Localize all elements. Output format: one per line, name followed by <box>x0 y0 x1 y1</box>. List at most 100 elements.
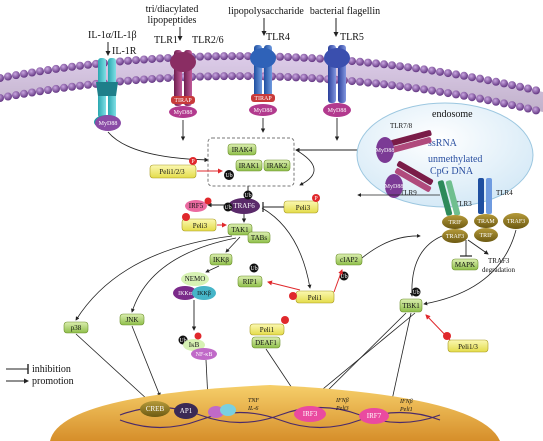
membrane-bead <box>124 76 132 85</box>
membrane-bead <box>308 74 316 83</box>
membrane-bead <box>532 86 540 95</box>
svg-text:TRAF3: TRAF3 <box>507 219 525 225</box>
irak-complex: IRAK4 IRAK1 IRAK2 Ub <box>207 137 295 187</box>
membrane-bead <box>204 52 212 61</box>
svg-text:IKKβ: IKKβ <box>213 256 229 264</box>
svg-text:TIRAP: TIRAP <box>254 96 272 102</box>
svg-text:AP1: AP1 <box>180 407 193 415</box>
membrane-bead <box>484 76 492 85</box>
ikkb-node: IKKβ <box>209 253 233 266</box>
tlr4-receptor: TLR4 TIRAP MyD88 <box>249 32 290 116</box>
membrane-bead <box>84 80 92 89</box>
svg-text:IRF3: IRF3 <box>303 410 318 418</box>
membrane-bead <box>380 60 388 69</box>
svg-text:NEMO: NEMO <box>185 275 206 283</box>
membrane-bead <box>228 52 236 61</box>
legend-promotion: promotion <box>32 376 74 387</box>
membrane-bead <box>476 74 484 83</box>
ligand-il1: IL-1α/IL-1β <box>88 30 137 41</box>
membrane-bead <box>196 52 204 61</box>
membrane-bead <box>28 68 36 77</box>
membrane-bead <box>156 74 164 83</box>
membrane-bead <box>28 88 36 97</box>
membrane-bead <box>388 81 396 90</box>
membrane-bead <box>244 72 252 81</box>
membrane-bead <box>236 72 244 81</box>
svg-text:IL-6: IL-6 <box>247 406 258 412</box>
svg-text:JNK: JNK <box>126 316 139 324</box>
membrane-bead <box>0 74 4 82</box>
svg-text:TRIF: TRIF <box>479 233 493 239</box>
svg-text:P: P <box>191 159 195 165</box>
membrane-bead <box>124 56 132 65</box>
membrane-bead <box>396 62 404 71</box>
membrane-bead <box>492 77 500 86</box>
svg-text:CREB: CREB <box>146 405 165 413</box>
irf5-node: IRF5 <box>185 197 226 212</box>
membrane-bead <box>516 82 524 91</box>
membrane-bead <box>276 52 284 61</box>
tak1-complex: TAK1 TABs <box>227 214 271 244</box>
svg-text:MyD88: MyD88 <box>376 148 395 154</box>
membrane-bead <box>52 84 60 93</box>
membrane-bead <box>76 81 84 90</box>
membrane-bead <box>372 79 380 88</box>
tlr1-tlr26-receptor: TLR1 TLR2/6 TIRAP MyD88 <box>154 35 224 118</box>
membrane-bead <box>412 64 420 73</box>
membrane-bead <box>292 53 300 62</box>
svg-text:IL-1R: IL-1R <box>112 46 137 57</box>
trif-adaptors: TRIF TRAF3 TRAM TRIF TRAF3 <box>442 213 529 243</box>
svg-text:IKKβ: IKKβ <box>197 291 211 297</box>
membrane-bead <box>348 57 356 66</box>
membrane-bead <box>460 91 468 100</box>
membrane-bead <box>532 106 540 115</box>
svg-text:TABs: TABs <box>251 234 267 242</box>
svg-text:TLR9: TLR9 <box>400 189 417 197</box>
membrane-bead <box>444 89 452 98</box>
svg-text:Ub: Ub <box>250 266 257 272</box>
svg-text:Peli1/3: Peli1/3 <box>458 343 478 351</box>
membrane-bead <box>460 71 468 80</box>
svg-text:TLR7/8: TLR7/8 <box>390 122 413 130</box>
membrane-bead <box>36 67 44 76</box>
membrane-bead <box>116 77 124 86</box>
svg-text:IKKα: IKKα <box>178 291 193 297</box>
myd88-tlr78 <box>376 137 394 163</box>
nucleus: CREB AP1 TNF IL-6 IRF3 IFNβ Peli3 IRF7 I… <box>50 385 500 441</box>
svg-text:IFNβ: IFNβ <box>335 398 349 404</box>
svg-text:TLR4: TLR4 <box>266 32 290 43</box>
svg-text:MAPK: MAPK <box>455 261 475 269</box>
svg-text:IRF7: IRF7 <box>367 412 382 420</box>
membrane-bead <box>244 52 252 61</box>
svg-text:IκB: IκB <box>189 341 200 349</box>
peli3-node-a: Peli3 <box>181 213 227 232</box>
ligand-flagellin: bacterial flagellin <box>310 6 380 17</box>
svg-text:Ub: Ub <box>340 274 347 280</box>
svg-text:TLR4: TLR4 <box>496 189 513 197</box>
membrane-bead <box>148 54 156 63</box>
membrane-bead <box>20 89 28 98</box>
svg-text:IRAK2: IRAK2 <box>267 162 288 170</box>
membrane-bead <box>276 72 284 81</box>
svg-text:TRAF3: TRAF3 <box>446 234 464 240</box>
svg-text:TRAM: TRAM <box>477 219 495 225</box>
membrane-bead <box>84 60 92 69</box>
membrane-bead <box>508 101 516 110</box>
mapk-node: MAPK <box>451 240 479 271</box>
membrane-bead <box>348 77 356 86</box>
membrane-bead <box>356 77 364 86</box>
svg-text:Peli1: Peli1 <box>308 294 323 302</box>
membrane-bead <box>300 73 308 82</box>
membrane-bead <box>132 56 140 65</box>
membrane-bead <box>68 62 76 71</box>
svg-text:TLR3: TLR3 <box>455 200 472 208</box>
ikk-complex: NEMO IKKα IKKβ <box>173 272 216 331</box>
p38-node: p38 <box>63 321 89 334</box>
svg-text:MyD88: MyD88 <box>385 184 404 190</box>
tirap-tlr2 <box>171 96 195 104</box>
tbk1-node: TBK1 Ub <box>399 287 423 313</box>
ligand-lps: lipopolysaccharide <box>228 6 304 17</box>
ligand-labels: IL-1α/IL-1β tri/diacylated lipopeptides … <box>88 4 380 56</box>
membrane-bead <box>220 72 228 81</box>
membrane-bead <box>484 96 492 105</box>
